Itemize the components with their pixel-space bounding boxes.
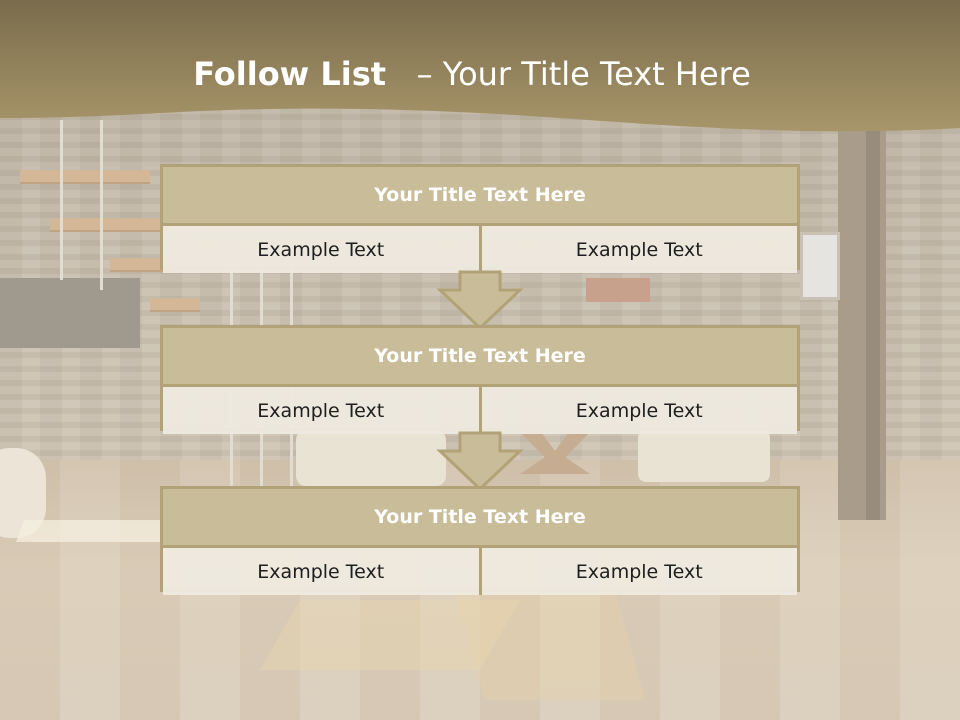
header-band	[0, 0, 960, 132]
step-title: Your Title Text Here	[163, 489, 797, 545]
step-title: Your Title Text Here	[163, 328, 797, 384]
step-title: Your Title Text Here	[163, 167, 797, 223]
step-block-2: Your Title Text Here Example Text Exampl…	[160, 325, 800, 434]
background-red-panel	[586, 278, 650, 302]
background-post-shadow	[866, 130, 880, 520]
stair-step	[20, 170, 150, 184]
step-cell-left: Example Text	[163, 387, 479, 434]
stair-step	[110, 258, 170, 272]
down-arrow-icon	[436, 270, 524, 330]
step-cell-left: Example Text	[163, 226, 479, 273]
step-block-3: Your Title Text Here Example Text Exampl…	[160, 486, 800, 595]
step-row: Example Text Example Text	[163, 384, 797, 434]
step-cell-right: Example Text	[478, 226, 797, 273]
background-window	[800, 232, 840, 300]
stair-step	[150, 298, 200, 312]
slide-title-bold: Follow List	[193, 55, 387, 93]
background-sofa	[638, 430, 770, 482]
step-cell-right: Example Text	[478, 548, 797, 595]
step-block-1: Your Title Text Here Example Text Exampl…	[160, 164, 800, 273]
background-tv	[0, 278, 140, 348]
step-cell-left: Example Text	[163, 548, 479, 595]
step-row: Example Text Example Text	[163, 223, 797, 273]
slide-title-rest: – Your Title Text Here	[416, 55, 751, 93]
background-sofa	[296, 430, 446, 486]
stair-post	[100, 120, 103, 290]
stair-step	[50, 218, 160, 232]
step-row: Example Text Example Text	[163, 545, 797, 595]
step-cell-right: Example Text	[478, 387, 797, 434]
down-arrow-icon	[436, 431, 524, 491]
slide-title: Follow List – Your Title Text Here	[0, 52, 944, 96]
stair-post	[60, 120, 63, 280]
